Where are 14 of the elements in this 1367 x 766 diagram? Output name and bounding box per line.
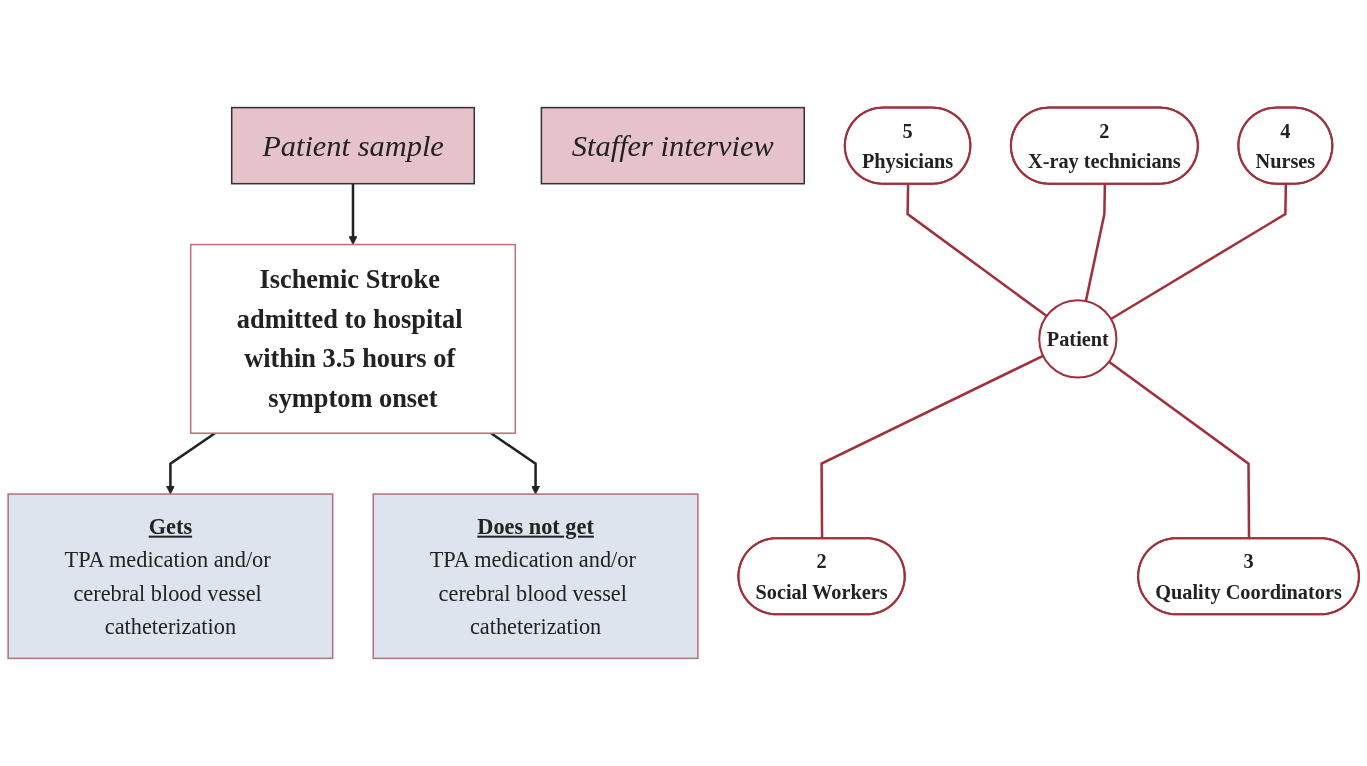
arrow [348, 183, 358, 245]
arrow [490, 432, 541, 495]
connector [906, 184, 1048, 318]
connector [1108, 360, 1251, 539]
arrow [165, 432, 216, 495]
node-box: Gets TPA medication and/or cerebral blood vessel catheterization [7, 493, 334, 660]
connector [1110, 184, 1288, 321]
node-box: Staffer interview [540, 106, 805, 185]
connector [1084, 184, 1107, 302]
node-box: Ischemic Stroke admitted to hospital within 3.5 hours of symptom onset [189, 243, 517, 434]
node-box: Does not get TPA medication and/or cerebral blood vessel catheterization [372, 493, 699, 660]
connector [820, 354, 1044, 539]
node-box: Patient sample [230, 106, 476, 185]
node-circle: Patient [1038, 299, 1118, 379]
